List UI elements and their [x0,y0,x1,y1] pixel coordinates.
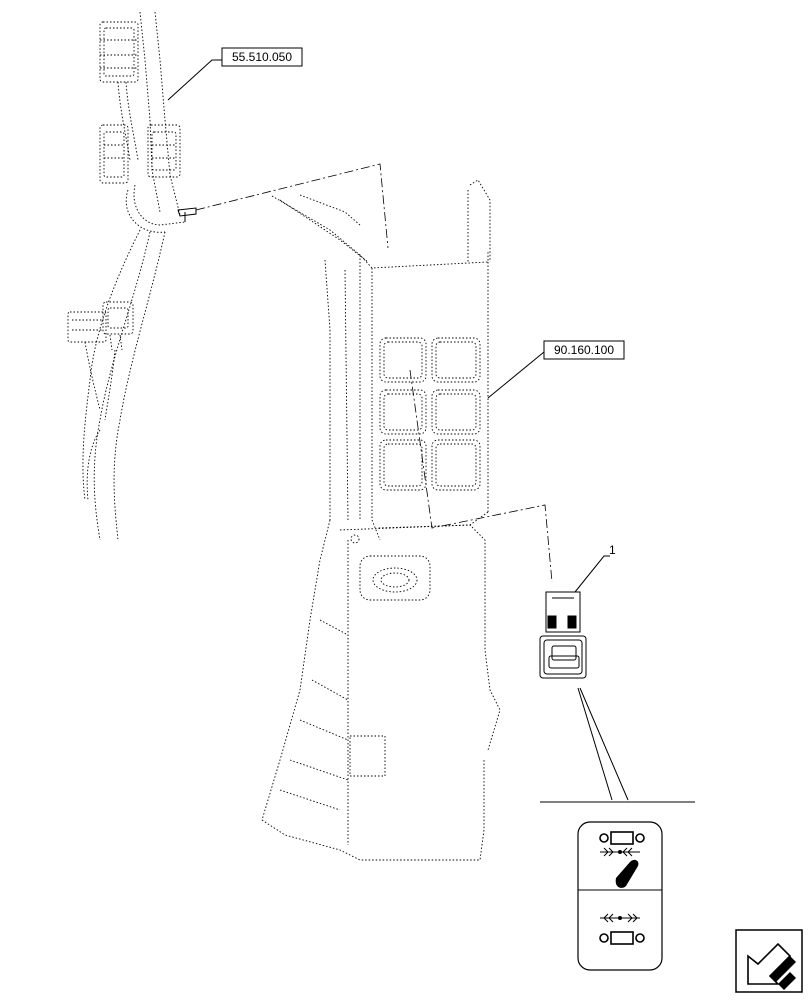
phantom-lines [195,163,553,583]
console-pillar [261,179,501,861]
harness-clip [177,207,197,222]
reference-console[interactable]: 90.160.100 [487,340,625,399]
page-nav-arrow-icon[interactable] [735,929,803,993]
wiring-harness [67,11,186,541]
reference-item[interactable]: 1 [574,543,616,593]
reference-harness-label: 55.510.050 [232,50,292,64]
reference-item-label: 1 [609,543,616,557]
lever-icon [615,859,639,888]
reference-console-label: 90.160.100 [554,343,614,357]
cylinder-extend-icon [599,913,645,945]
cylinder-retract-icon [599,831,645,857]
rocker-switch [539,591,587,679]
symbol-leader [540,687,695,803]
switch-symbol-plate [577,821,663,971]
reference-harness[interactable]: 55.510.050 [167,47,303,101]
